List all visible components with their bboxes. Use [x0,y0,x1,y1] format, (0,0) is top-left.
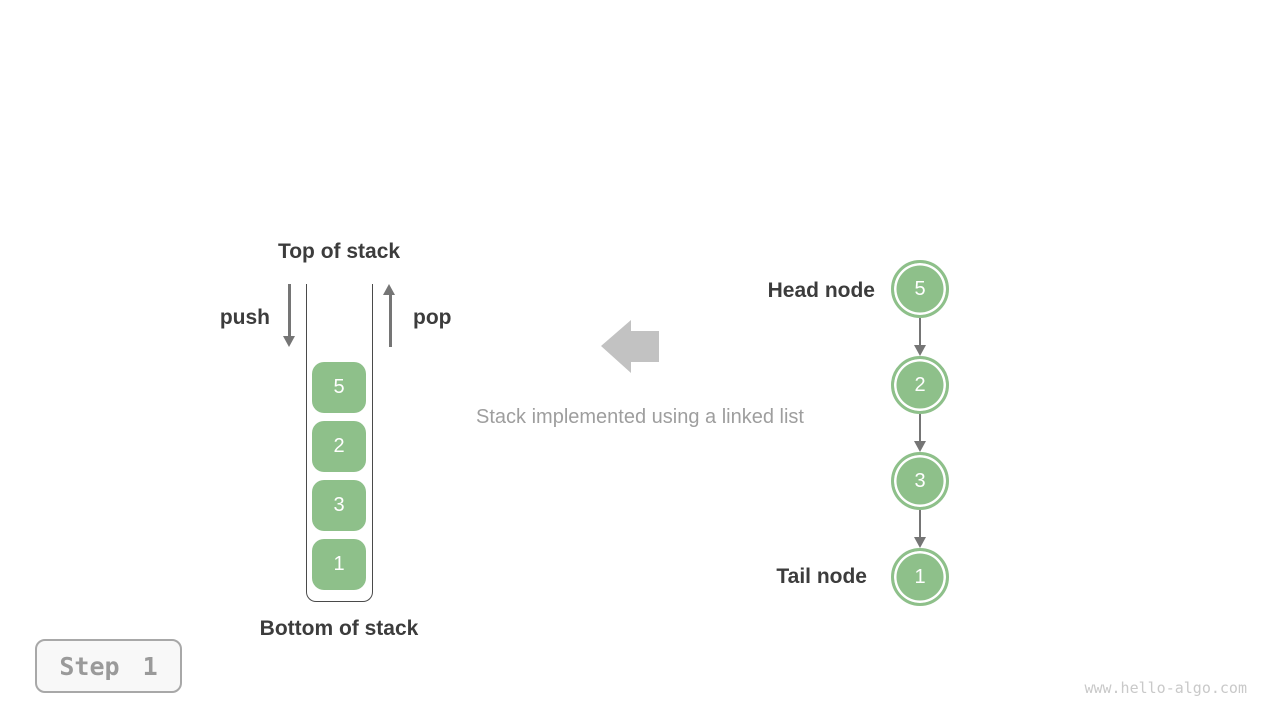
step-badge: Step 1 [35,639,182,693]
stack-container [306,284,373,602]
linked-list-node: 1 [891,548,949,606]
linked-list-node: 3 [891,452,949,510]
linked-list-node: 2 [891,356,949,414]
pop-label: pop [413,306,452,329]
stack-item: 1 [312,539,366,590]
stack-item: 3 [312,480,366,531]
head-node-label: Head node [767,279,875,302]
step-badge-label: Step 1 [59,651,158,681]
tail-node-label: Tail node [776,565,867,588]
diagram-caption: Stack implemented using a linked list [476,406,804,428]
top-of-stack-label: Top of stack [277,240,401,263]
left-block-arrow-icon [601,320,659,373]
linked-list-node: 5 [891,260,949,318]
push-label: push [219,306,270,329]
bottom-of-stack-label: Bottom of stack [259,617,419,640]
stack-item: 2 [312,421,366,472]
watermark-url: www.hello-algo.com [1084,679,1247,697]
stack-item: 5 [312,362,366,413]
